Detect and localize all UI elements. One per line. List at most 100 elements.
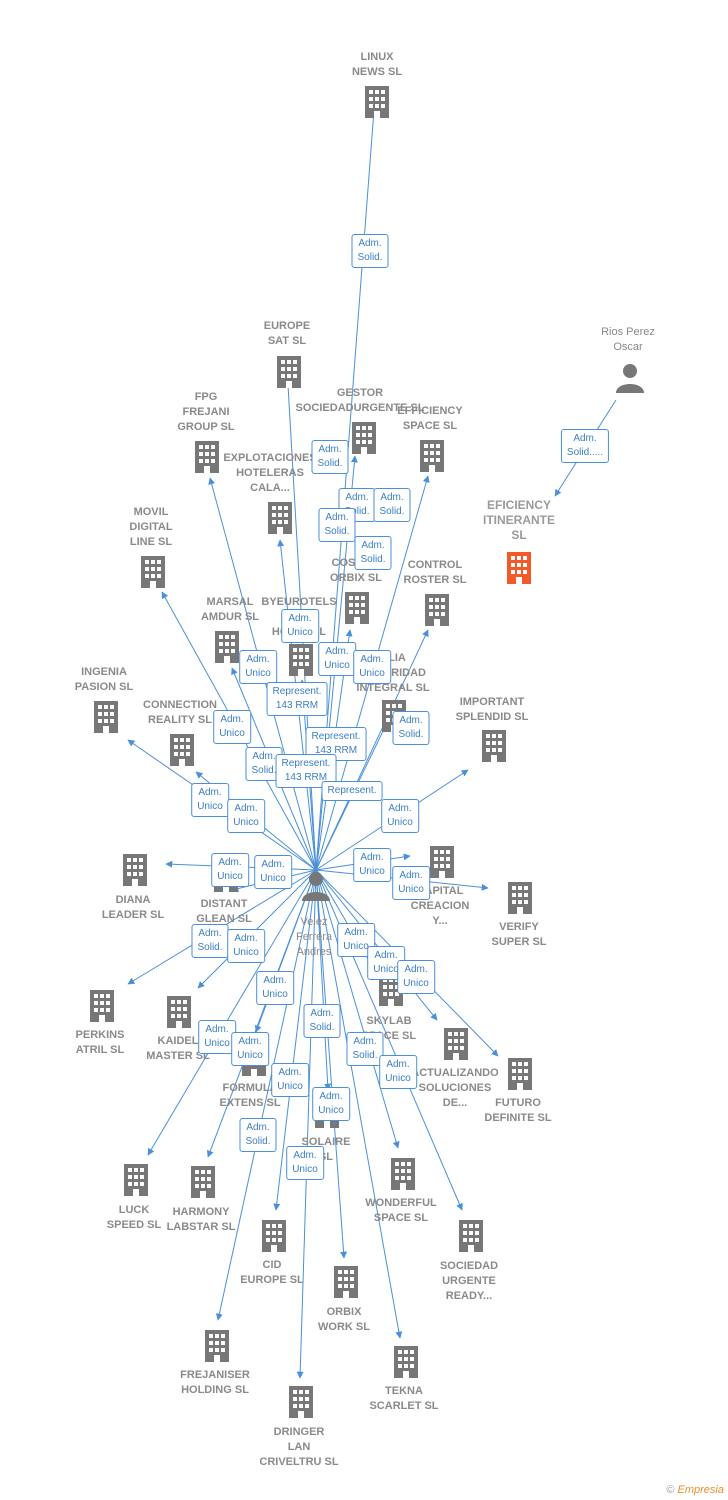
company-label[interactable]: CID EUROPE SL xyxy=(240,1259,304,1286)
company-label[interactable]: SOCIEDAD URGENTE READY... xyxy=(439,1260,499,1302)
edge-to-company xyxy=(315,869,332,1091)
building-icon[interactable] xyxy=(191,1166,215,1198)
company-label[interactable]: MARSAL AMDUR SL xyxy=(200,596,260,623)
company-label[interactable]: FORMULA EXTENS SL xyxy=(219,1082,281,1109)
relation-label[interactable]: Adm. Solid. xyxy=(191,924,229,958)
building-icon[interactable] xyxy=(289,1386,313,1418)
building-icon[interactable] xyxy=(394,1346,418,1378)
building-icon[interactable] xyxy=(205,1330,229,1362)
company-label[interactable]: LUCK SPEED SL xyxy=(106,1204,162,1231)
company-label[interactable]: DIANA LEADER SL xyxy=(101,894,165,921)
relation-label[interactable]: Adm. Unico xyxy=(397,960,435,994)
relation-label[interactable]: Adm. Solid..... xyxy=(560,429,610,463)
building-icon[interactable] xyxy=(508,882,532,914)
edge-to-company xyxy=(206,869,317,1158)
relation-label[interactable]: Adm. Unico xyxy=(213,710,251,744)
building-icon[interactable] xyxy=(170,734,194,766)
company-label[interactable]: CONTROL ROSTER SL xyxy=(403,559,467,586)
focus-building-icon[interactable] xyxy=(507,552,531,584)
company-label[interactable]: FPG FREJANI GROUP SL xyxy=(177,391,235,433)
company-label[interactable]: ACTUALIZANDO SOLUCIONES DE... xyxy=(411,1067,499,1109)
relation-label[interactable]: Adm. Unico xyxy=(281,609,319,643)
relation-label[interactable]: Represent. 143 RRM xyxy=(266,682,328,716)
relation-label[interactable]: Adm. Unico xyxy=(392,866,430,900)
building-icon[interactable] xyxy=(124,1164,148,1196)
relation-label[interactable]: Adm. Unico xyxy=(379,1055,417,1089)
relation-label[interactable]: Adm. Solid. xyxy=(239,1118,277,1152)
building-icon[interactable] xyxy=(391,1158,415,1190)
person-icon[interactable] xyxy=(616,364,644,393)
relation-label[interactable]: Adm. Solid. xyxy=(373,488,411,522)
building-icon[interactable] xyxy=(167,996,191,1028)
relation-label[interactable]: Adm. Solid. xyxy=(351,234,389,268)
relation-label[interactable]: Adm. Solid. xyxy=(392,711,430,745)
relation-label[interactable]: Adm. Solid. xyxy=(354,536,392,570)
building-icon[interactable] xyxy=(268,502,292,534)
company-label[interactable]: TEKNA SCARLET SL xyxy=(369,1385,439,1412)
relation-label[interactable]: Adm. Unico xyxy=(312,1087,350,1121)
company-label[interactable]: EFFICIENCY SPACE SL xyxy=(397,405,463,432)
company-label[interactable]: CONNECTION REALITY SL xyxy=(143,699,217,726)
building-icon[interactable] xyxy=(365,86,389,118)
edge-to-company xyxy=(315,629,429,871)
company-label[interactable]: EXPLOTACIONES HOTELERAS CALA... xyxy=(223,452,317,494)
relation-label[interactable]: Adm. Unico xyxy=(381,799,419,833)
company-label[interactable]: DISTANT GLEAN SL xyxy=(196,898,252,925)
edge-to-company xyxy=(215,869,317,1321)
relation-label[interactable]: Adm. Unico xyxy=(254,855,292,889)
relation-label[interactable]: Adm. Unico xyxy=(227,929,265,963)
relation-label[interactable]: Adm. Unico xyxy=(353,650,391,684)
center-person-label[interactable]: Velez Ferrera Andres xyxy=(295,916,333,958)
edge-to-company xyxy=(315,869,403,1339)
relation-label[interactable]: Represent. xyxy=(321,781,383,801)
edge-to-company xyxy=(315,869,400,1149)
company-label[interactable]: FUTURO DEFINITE SL xyxy=(484,1097,552,1124)
relation-label[interactable]: Adm. Unico xyxy=(239,650,277,684)
company-label[interactable]: LINUX NEWS SL xyxy=(351,51,403,78)
building-icon[interactable] xyxy=(141,556,165,588)
company-label[interactable]: IMPORTANT SPLENDID SL xyxy=(455,696,529,723)
edge-to-company xyxy=(315,869,348,1259)
relation-label[interactable]: Adm. Solid. xyxy=(311,440,349,474)
company-label[interactable]: PERKINS ATRIL SL xyxy=(75,1029,125,1056)
company-label[interactable]: MOVIL DIGITAL LINE SL xyxy=(129,506,173,548)
company-label[interactable]: HARMONY LABSTAR SL xyxy=(166,1206,236,1233)
company-label[interactable]: DRINGER LAN CRIVELTRU SL xyxy=(259,1426,339,1468)
edge-to-company xyxy=(315,869,438,1021)
relation-label[interactable]: Adm. Unico xyxy=(256,971,294,1005)
relation-label[interactable]: Adm. Solid. xyxy=(346,1032,384,1066)
building-icon[interactable] xyxy=(334,1266,358,1298)
company-label[interactable]: INGENIA PASION SL xyxy=(74,666,134,693)
relation-label[interactable]: Adm. Unico xyxy=(286,1146,324,1180)
company-label[interactable]: SKYLAB SPACE SL xyxy=(362,1015,417,1042)
copyright: © Empresia xyxy=(666,1484,724,1496)
relation-label[interactable]: Adm. Unico xyxy=(231,1032,269,1066)
company-label[interactable]: WONDERFUL SPACE SL xyxy=(365,1197,437,1224)
building-icon[interactable] xyxy=(90,990,114,1022)
relation-label[interactable]: Adm. Unico xyxy=(318,642,356,676)
relation-label[interactable]: Adm. Unico xyxy=(211,853,249,887)
company-label[interactable]: SOLAIRE SL xyxy=(301,1136,351,1163)
company-label[interactable]: FREJANISER HOLDING SL xyxy=(180,1369,250,1396)
company-label[interactable]: VERIFY SUPER SL xyxy=(491,921,547,948)
company-label[interactable]: ORBIX WORK SL xyxy=(318,1306,370,1333)
building-icon[interactable] xyxy=(482,730,506,762)
relation-label[interactable]: Adm. Unico xyxy=(198,1020,236,1054)
relation-label[interactable]: Adm. Solid. xyxy=(303,1004,341,1038)
company-label[interactable]: EUROPE SAT SL xyxy=(263,320,311,347)
relation-label[interactable]: Adm. Unico xyxy=(271,1063,309,1097)
building-icon[interactable] xyxy=(289,644,313,676)
relation-label[interactable]: Adm. Unico xyxy=(227,799,265,833)
building-icon[interactable] xyxy=(425,594,449,626)
building-icon[interactable] xyxy=(123,854,147,886)
relation-label[interactable]: Adm. Unico xyxy=(191,783,229,817)
building-icon[interactable] xyxy=(277,356,301,388)
company-label[interactable]: GESTOR SOCIEDADURGENTE SL xyxy=(295,387,425,414)
building-icon[interactable] xyxy=(420,440,444,472)
focus-company-label[interactable]: EFICIENCY ITINERANTE SL xyxy=(483,498,555,542)
brand-name: Empresia xyxy=(677,1484,724,1496)
other-person-label[interactable]: Rios Perez Oscar xyxy=(601,326,655,353)
building-icon[interactable] xyxy=(430,846,454,878)
relation-label[interactable]: Adm. Unico xyxy=(353,848,391,882)
relation-label[interactable]: Adm. Solid. xyxy=(318,508,356,542)
